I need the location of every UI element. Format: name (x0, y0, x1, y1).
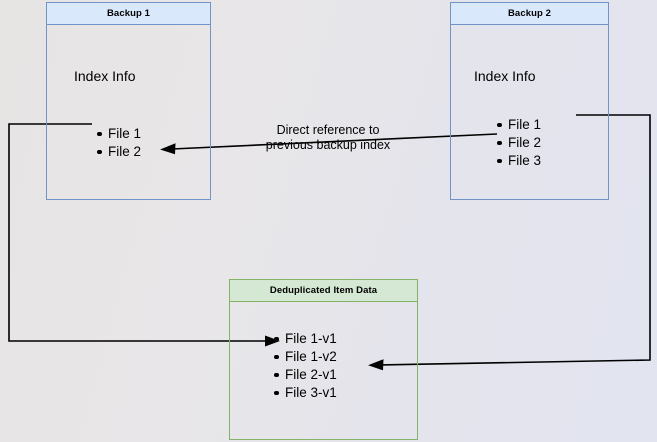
node-backup-2-header: Backup 2 (451, 3, 608, 25)
node-backup-1-body: Index Info File 1 File 2 (47, 25, 210, 200)
node-backup-1[interactable]: Backup 1 Index Info File 1 File 2 (46, 2, 211, 200)
node-dedup-header: Deduplicated Item Data (230, 280, 417, 302)
node-backup-1-header: Backup 1 (47, 3, 210, 25)
node-dedup-body: File 1-v1 File 1-v2 File 2-v1 File 3-v1 (230, 302, 417, 440)
list-item: File 2 (495, 134, 541, 152)
list-item: File 1-v2 (272, 348, 337, 366)
backup-1-index-info-label: Index Info (74, 67, 136, 84)
edge-label-direct-reference: Direct reference to previous backup inde… (265, 123, 391, 152)
dedup-file-list: File 1-v1 File 1-v2 File 2-v1 File 3-v1 (272, 330, 337, 402)
list-item: File 3 (495, 152, 541, 170)
list-item: File 1-v1 (272, 330, 337, 348)
node-backup-2[interactable]: Backup 2 Index Info File 1 File 2 File 3 (450, 2, 609, 200)
backup-2-index-info-label: Index Info (474, 67, 536, 84)
list-item: File 1 (95, 125, 141, 143)
node-backup-2-body: Index Info File 1 File 2 File 3 (451, 25, 608, 200)
list-item: File 2 (95, 143, 141, 161)
list-item: File 3-v1 (272, 384, 337, 402)
node-deduplicated-item-data[interactable]: Deduplicated Item Data File 1-v1 File 1-… (229, 279, 418, 440)
list-item: File 1 (495, 116, 541, 134)
list-item: File 2-v1 (272, 366, 337, 384)
backup-1-file-list: File 1 File 2 (95, 125, 141, 161)
backup-2-file-list: File 1 File 2 File 3 (495, 116, 541, 170)
